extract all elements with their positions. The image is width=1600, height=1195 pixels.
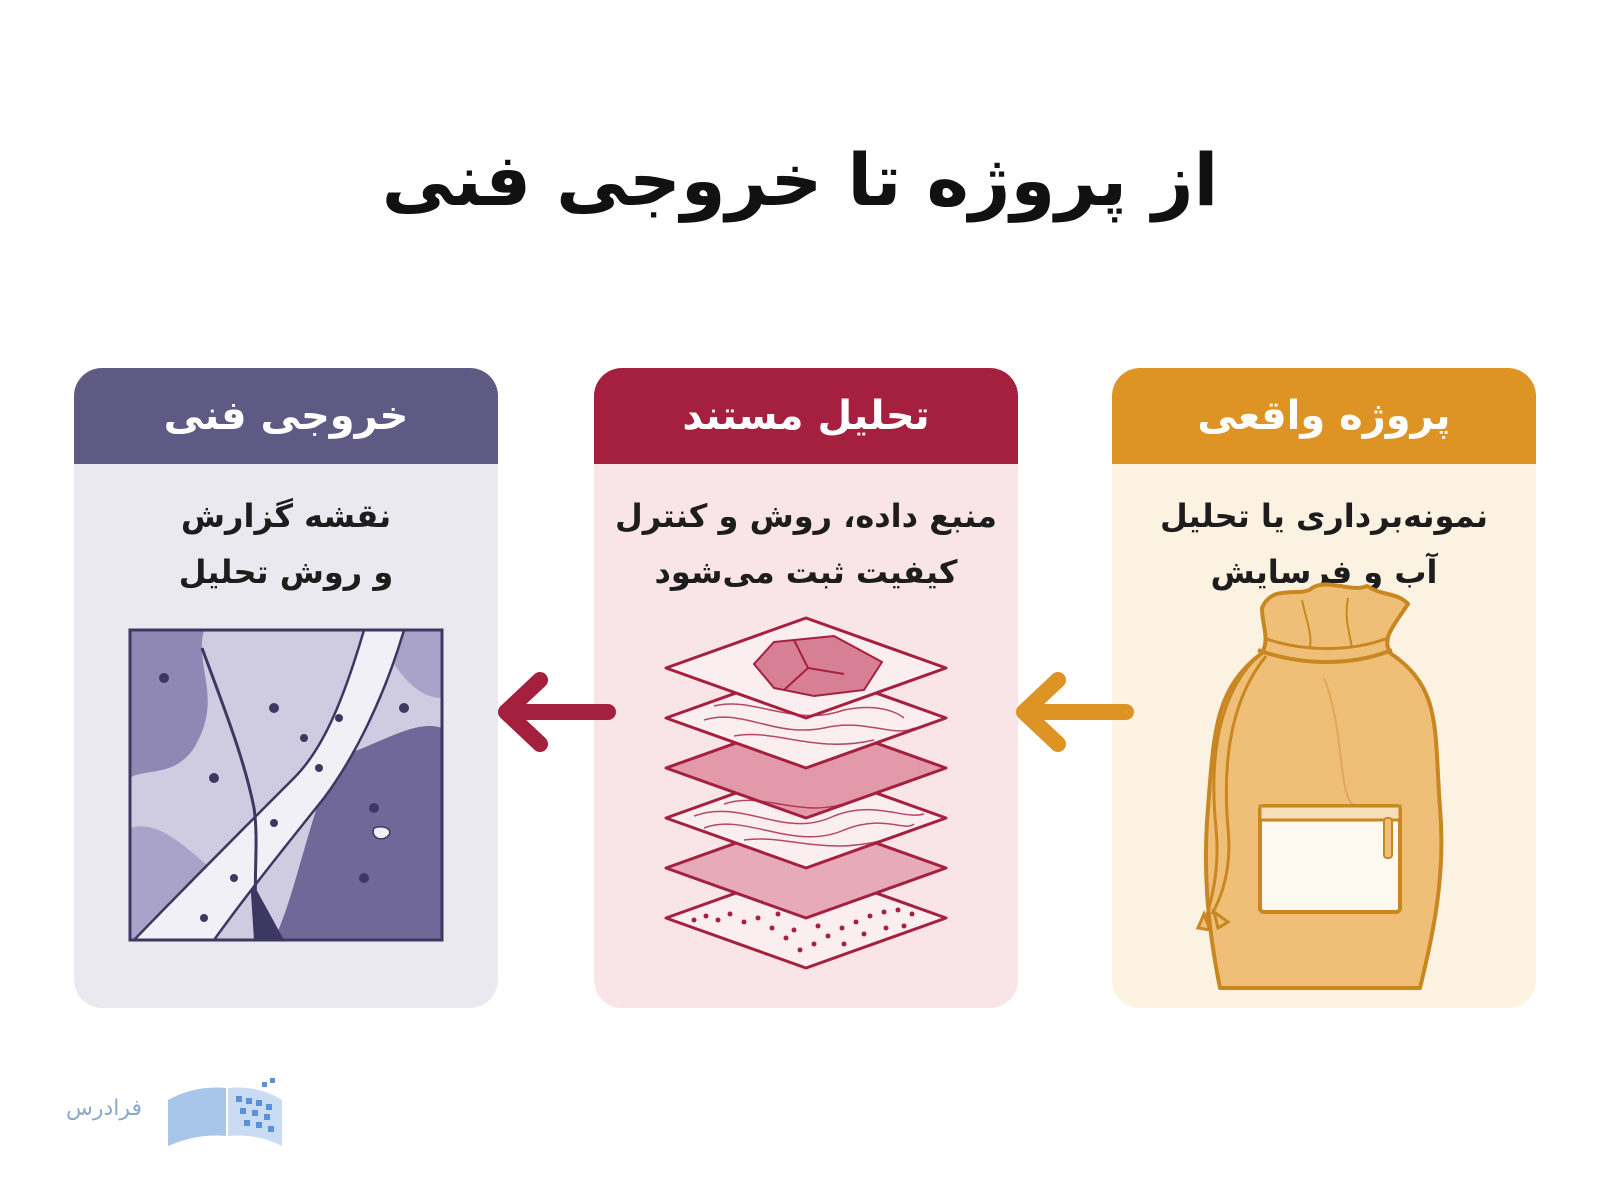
arrow-left-icon (482, 662, 632, 762)
card-documented-analysis: تحلیل مستند منبع داده، روش و کنترل کیفیت… (594, 368, 1018, 1008)
card-description: منبع داده، روش و کنترل کیفیت ثبت می‌شود (594, 488, 1018, 600)
card-real-project: پروژه واقعی نمونه‌برداری یا تحلیل آب و ف… (1112, 368, 1536, 1008)
arrow-left-icon (1000, 662, 1150, 762)
sample-bag-icon (1112, 578, 1536, 1008)
card-body: نمونه‌برداری یا تحلیل آب و فرسایش (1112, 464, 1536, 1008)
open-book-icon (56, 1076, 286, 1146)
page-title: از پروژه تا خروجی فنی (381, 138, 1219, 222)
card-description-line: نمونه‌برداری یا تحلیل (1159, 497, 1489, 535)
card-description: نمونه‌برداری یا تحلیل آب و فرسایش (1112, 488, 1536, 600)
map-layers-icon (594, 578, 1018, 1008)
card-description-line: کیفیت ثبت می‌شود (654, 553, 958, 591)
card-description-line: و روش تحلیل (178, 553, 394, 591)
card-description: نقشه گزارش و روش تحلیل (74, 488, 498, 600)
card-body: نقشه گزارش و روش تحلیل (74, 464, 498, 1008)
card-body: منبع داده، روش و کنترل کیفیت ثبت می‌شود (594, 464, 1018, 1008)
card-technical-output: خروجی فنی نقشه گزارش و روش تحلیل (74, 368, 498, 1008)
card-description-line: منبع داده، روش و کنترل (615, 497, 997, 535)
card-heading: خروجی فنی (74, 368, 498, 464)
card-heading: تحلیل مستند (594, 368, 1018, 464)
card-heading: پروژه واقعی (1112, 368, 1536, 464)
geologic-map-icon (74, 578, 498, 1008)
card-description-line: نقشه گزارش (180, 497, 392, 535)
brand-logo-text: فرادرس (65, 1096, 143, 1121)
